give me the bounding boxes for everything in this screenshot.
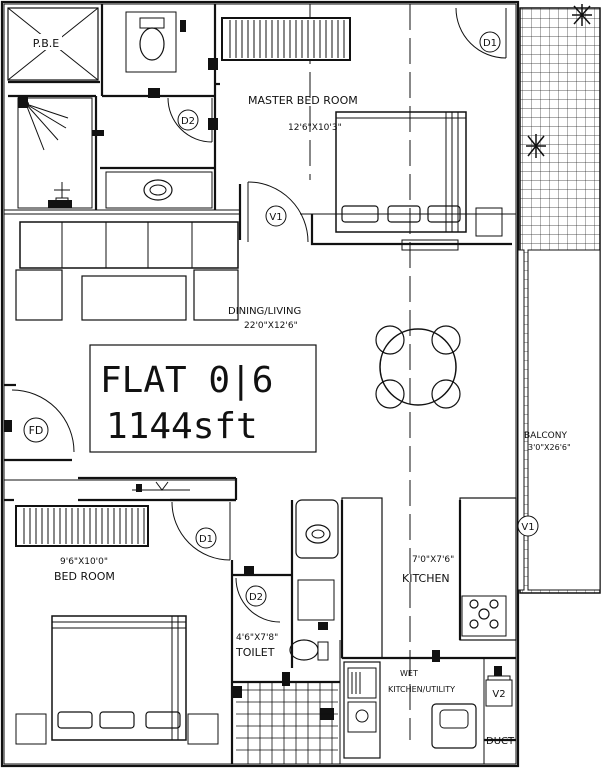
columns [4,20,502,720]
pbe-box: P.B.E [7,7,99,81]
utility-name: KITCHEN/UTILITY [388,685,455,694]
kitchen-fittings [341,497,517,659]
door-label-d2-top: D2 [181,116,195,127]
door-label-v1-master: V1 [269,212,282,223]
toilet-lower [236,499,339,764]
kitchen-size: 7'0"X7'6" [412,555,454,565]
door-label-v2: V2 [492,689,505,700]
dining-living-size: 22'0"X12'6" [244,321,298,331]
dining-table [375,325,461,409]
wardrobe-bedroom [15,505,149,547]
shower-fixture [17,97,93,209]
internal-walls [4,4,516,764]
center-lines [309,4,411,740]
door-label-d2-toilet: D2 [249,592,263,603]
flat-title: FLAT 0|6 [100,360,273,401]
toilet-size: 4'6"X7'8" [236,633,278,643]
wet-kitchen [343,661,511,759]
dining-living-name: DINING/LIVING [228,306,301,317]
flat-title-box [89,344,317,453]
bedroom-size: 9'6"X10'0" [60,557,108,567]
master-bedroom-name: MASTER BED ROOM [248,94,358,107]
balcony [517,7,601,594]
console [132,481,190,491]
plant-icon [526,4,592,158]
door-label-fd: FD [29,424,44,437]
doors [11,7,539,707]
balcony-size: 3'0"X26'6" [528,443,571,452]
kitchen-name: KITCHEN [402,572,450,585]
sofa-set [15,221,239,321]
pbe-label: P.B.E [33,37,59,50]
master-bed [335,111,503,251]
door-label-d1-top: D1 [483,38,497,49]
master-bedroom-size: 12'6"X10'3" [288,123,342,133]
duct-label: DUCT [486,736,515,747]
washbasin-top [105,171,213,209]
bedroom-name: BED ROOM [54,570,115,583]
balcony-name: BALCONY [524,431,567,441]
labels: D1 D2 V1 FD D1 D2 V1 V2 MASTER BED ROOM … [29,38,571,747]
bedroom-bed [15,615,219,745]
flat-area: 1144sft [106,406,258,447]
toilet-name: TOILET [235,646,275,659]
utility-prefix: WET [400,669,418,678]
door-label-v1-balcony: V1 [521,522,534,533]
wardrobe-master [221,17,351,61]
wc-fixture [125,11,177,73]
door-label-d1-bedroom: D1 [199,534,213,545]
